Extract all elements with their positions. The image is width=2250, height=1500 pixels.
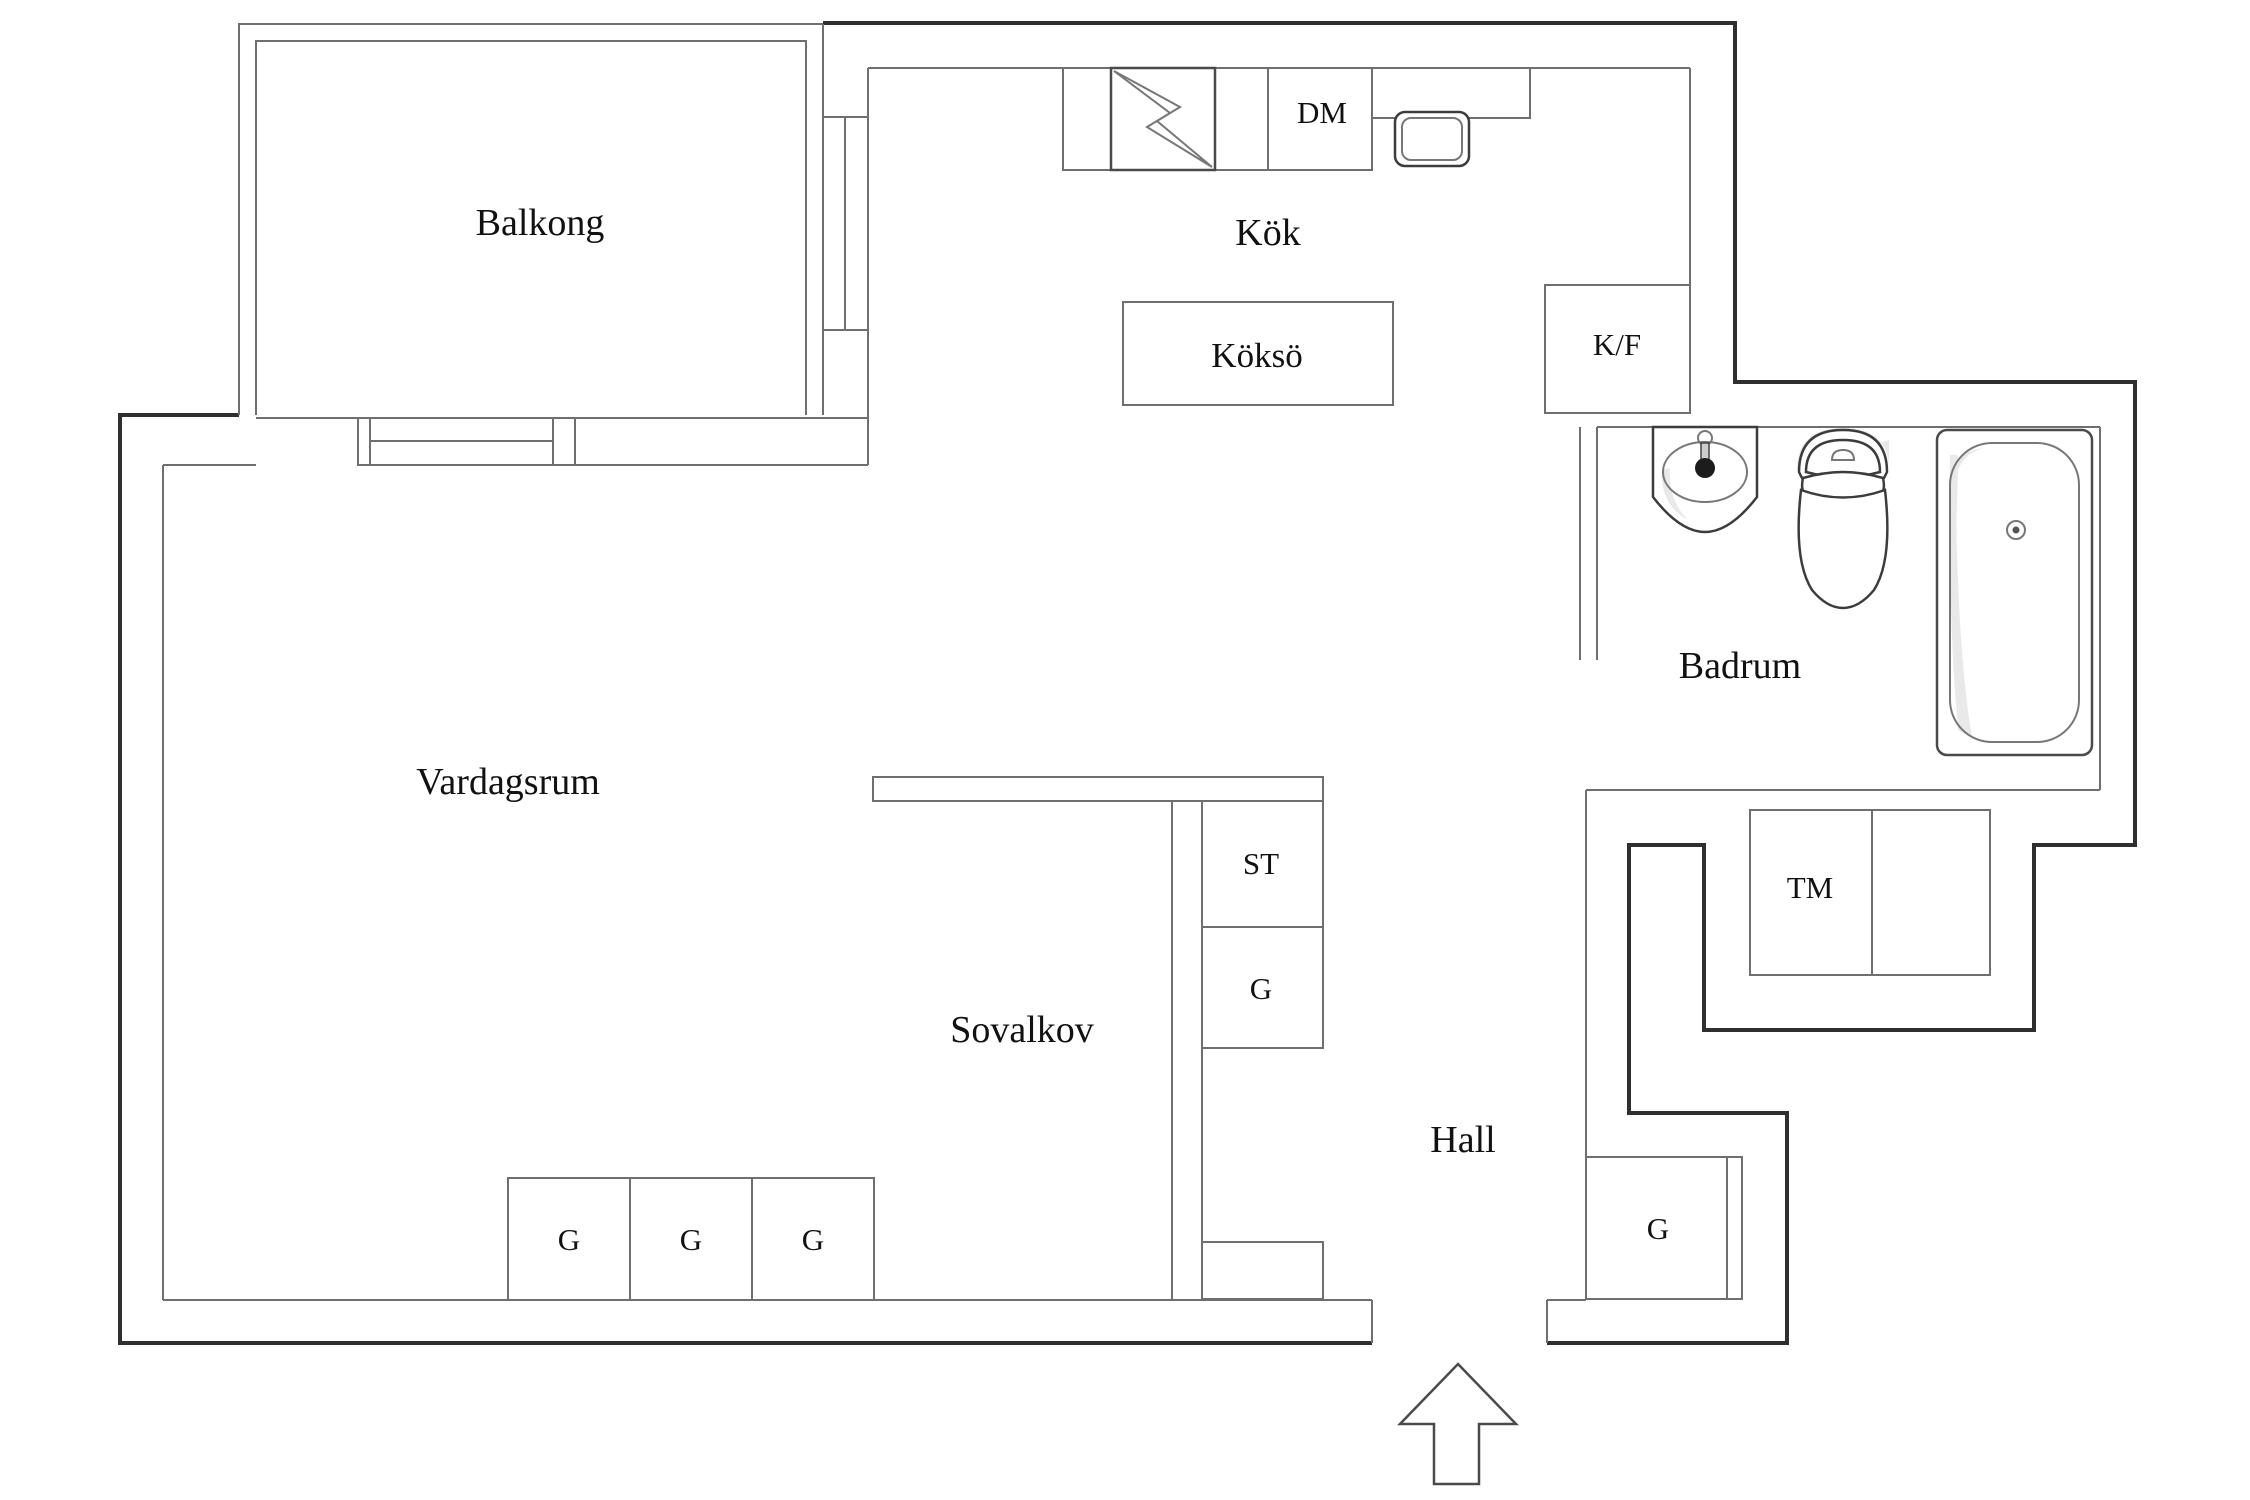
living-room-wardrobes: G G G xyxy=(507,1177,875,1301)
hall: Hall G xyxy=(1430,1119,1743,1300)
fixture-label-washing-machine: TM xyxy=(1787,870,1834,905)
hall-wardrobe: G xyxy=(1585,1156,1743,1300)
room-label-balcony: Balkong xyxy=(476,202,605,244)
bathroom-sink-icon xyxy=(1651,425,1759,534)
sleeping-alcove: ST G Sovalkov xyxy=(872,776,1324,1300)
kitchen-sink-icon xyxy=(1373,68,1531,168)
bathtub-icon xyxy=(1935,428,2094,757)
fixture-label-wardrobe-3: G xyxy=(802,1222,824,1257)
entrance-arrow-icon xyxy=(1397,1362,1519,1486)
outer-walls xyxy=(118,21,2137,1345)
fridge-freezer: K/F xyxy=(1544,284,1691,414)
washing-machine-area: TM xyxy=(1749,809,1991,976)
fixture-label-hall-wardrobe: G xyxy=(1647,1211,1669,1246)
window-icon xyxy=(822,116,869,331)
room-label-bathroom: Badrum xyxy=(1679,645,1801,687)
window-icon xyxy=(357,417,576,466)
kitchen-counter: DM xyxy=(1062,66,1531,172)
room-label-sleeping-alcove: Sovalkov xyxy=(950,1009,1094,1051)
fixture-label-wardrobe-2: G xyxy=(680,1222,702,1257)
living-room-front-wall xyxy=(163,417,868,466)
stove-lightning-icon xyxy=(1109,66,1217,172)
balcony: Balkong xyxy=(238,23,869,465)
room-label-hall: Hall xyxy=(1430,1119,1495,1161)
fixture-label-alcove-wardrobe: G xyxy=(1250,971,1272,1006)
kitchen-island: Köksö xyxy=(1122,301,1394,406)
living-room: Vardagsrum G G G xyxy=(416,761,875,1301)
fixture-label-cleaning-cabinet: ST xyxy=(1243,846,1279,881)
toilet-icon xyxy=(1797,428,1889,610)
inner-walls xyxy=(162,67,2101,1343)
room-label-kitchen-island: Köksö xyxy=(1211,336,1302,375)
room-label-kitchen: Kök xyxy=(1235,212,1300,254)
fixture-label-wardrobe-1: G xyxy=(558,1222,580,1257)
fixture-label-dishwasher: DM xyxy=(1297,95,1347,130)
fixture-label-fridge-freezer: K/F xyxy=(1593,327,1641,362)
room-label-living-room: Vardagsrum xyxy=(416,761,600,803)
